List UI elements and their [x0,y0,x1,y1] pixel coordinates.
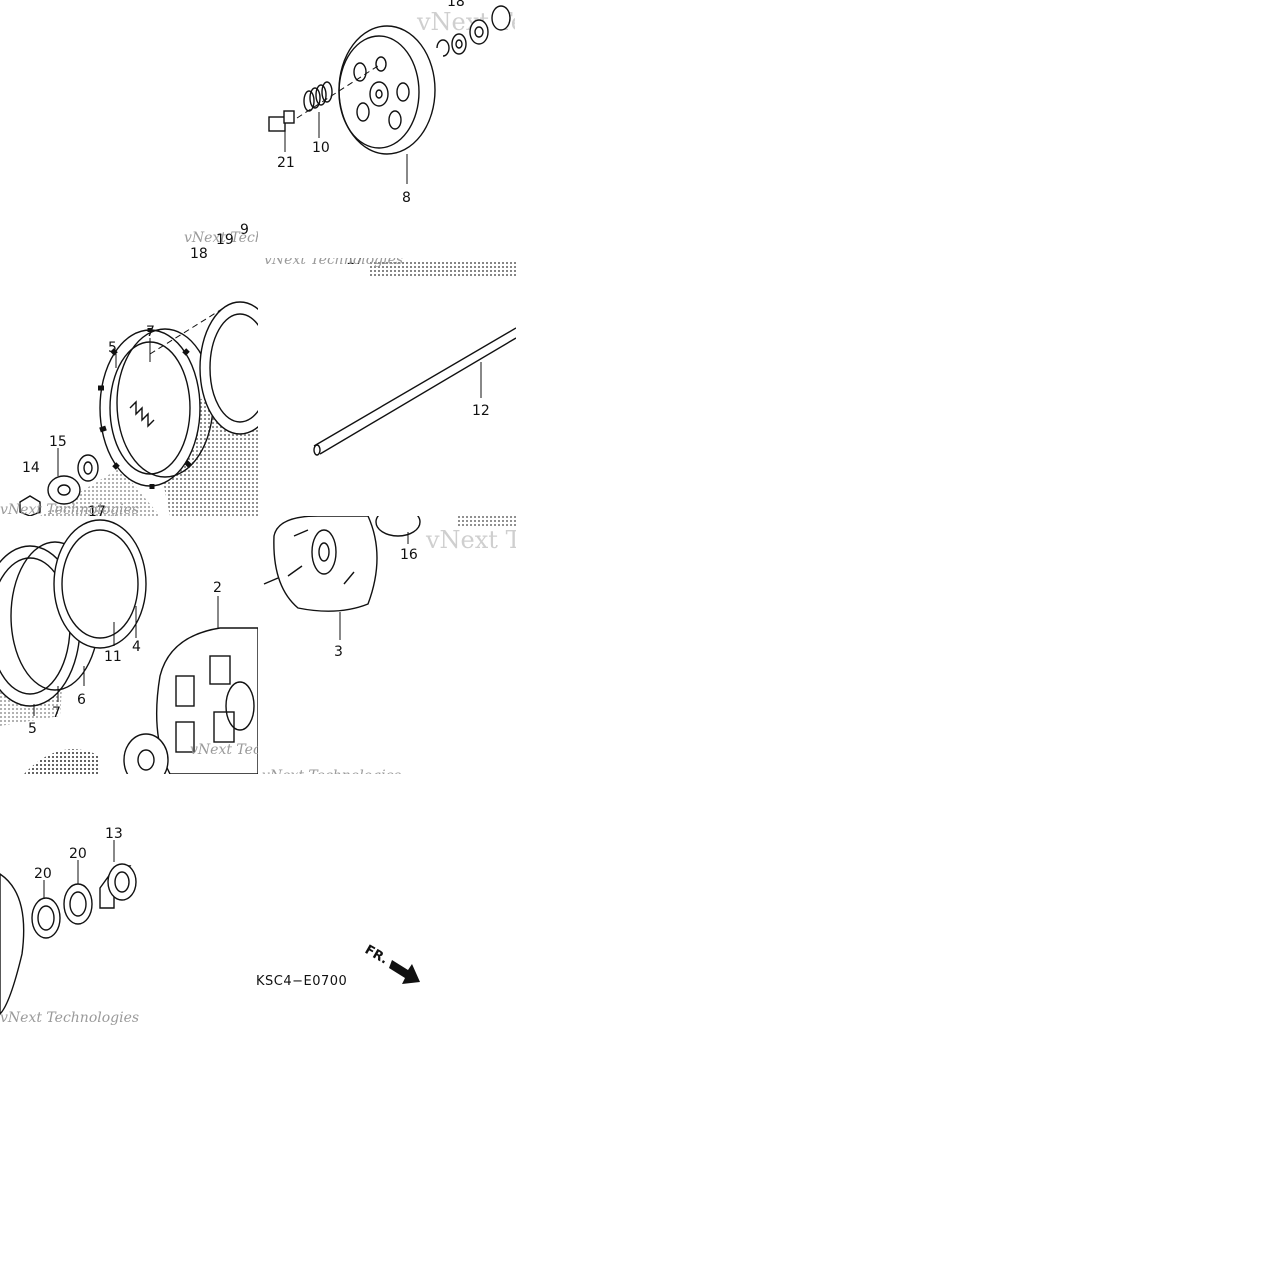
callout-20-a: 20 [34,866,52,882]
watermark: vNext Technologies [0,1010,139,1026]
callout-7: 7 [146,324,155,340]
nut-14 [19,495,41,516]
watermark: vNext Technologies [262,768,401,774]
needle-bearing-20b [63,883,93,925]
judder-spring-4 [53,519,147,649]
clutch-outer-2 [155,627,258,774]
tile-fragment-labels: vNext Technologies 18 19 9 [180,218,258,258]
callout-21: 21 [277,155,295,171]
primary-gear [0,873,25,1015]
callout-13: 13 [105,826,123,842]
watermark: vNext Technologies [190,742,258,758]
callout-5-lower: 5 [28,721,37,737]
callout-17-fragment: 17 [346,258,364,268]
diagram-code: KSC4−E0700 [256,974,347,989]
watermark: vNext Technologies [0,502,139,516]
callout-16: 16 [400,547,418,563]
clutch-center-3 [273,516,378,612]
tile-clutch-plates: 5 7 15 14 17 vNext Technologies [0,258,258,516]
tile-needle-bearings: 20 20 13 vNext Technologies [0,774,258,1032]
collar-13 [99,863,137,909]
direction-label: FR. [362,942,390,967]
lifter-rod-12 [313,327,516,456]
callout-8: 8 [402,190,411,206]
callout-20-b: 20 [69,846,87,862]
watermark: vNext Technologies [264,258,403,268]
front-arrow-icon [389,960,420,984]
callout-10: 10 [312,140,330,156]
tile-lifter-rod: 17 vNext Technologies 12 [258,258,516,516]
lifter-15 [47,475,81,505]
watermark: vNext Technologies [184,230,258,246]
tile-diagram-code: KSC4−E0700 FR. [252,930,432,1000]
watermark: vNext Technologies [425,526,516,554]
callout-19: 19 [216,232,234,248]
bolt-21 [268,116,286,132]
callout-4: 4 [132,639,141,655]
callout-11: 11 [104,649,122,665]
callout-6: 6 [77,692,86,708]
callout-12: 12 [472,403,490,419]
callout-18-fragment: 18 [190,246,208,258]
callout-15: 15 [49,434,67,450]
callout-2: 2 [213,580,222,596]
callout-5: 5 [108,340,117,356]
callout-17: 17 [88,504,106,516]
tile-clutch-outer: 2 11 4 6 7 5 vNext Technologies [0,516,258,774]
callout-9: 9 [240,222,249,238]
spring-10 [303,81,333,112]
needle-bearing-20a [31,897,61,939]
callout-14: 14 [22,460,40,476]
spring-seat-11 [61,529,139,639]
tile-clutch-center: 16 3 vNext Technologies vNext Technologi… [258,516,516,774]
callout-7-lower: 7 [52,705,61,721]
tile-pressure-plate: vNext Technologies [257,0,515,258]
callout-3: 3 [334,644,343,660]
callout-18: 18 [447,0,465,10]
